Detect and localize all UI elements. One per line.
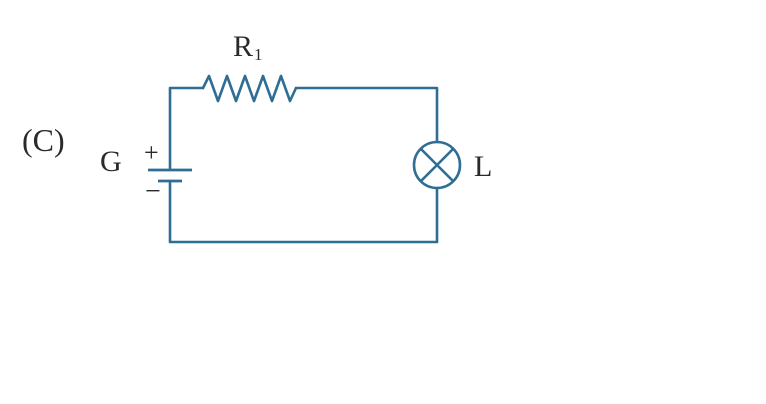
source-label: G: [100, 145, 122, 178]
battery-g-symbol: [148, 168, 192, 183]
lamp-cross: [419, 147, 455, 183]
wire-top-right: [294, 86, 439, 144]
wire-bottom: [168, 179, 439, 244]
option-label: (C): [22, 122, 65, 158]
battery-minus-sign: −: [145, 176, 161, 207]
battery-plus-sign: +: [144, 138, 159, 167]
resistor-label-subscript: 1: [254, 45, 263, 64]
resistor-r1-symbol: [201, 74, 298, 103]
lamp-label: L: [474, 150, 493, 183]
resistor-label: R1: [233, 30, 263, 64]
wire-left-upper: [168, 86, 205, 170]
resistor-label-main: R: [233, 30, 254, 63]
